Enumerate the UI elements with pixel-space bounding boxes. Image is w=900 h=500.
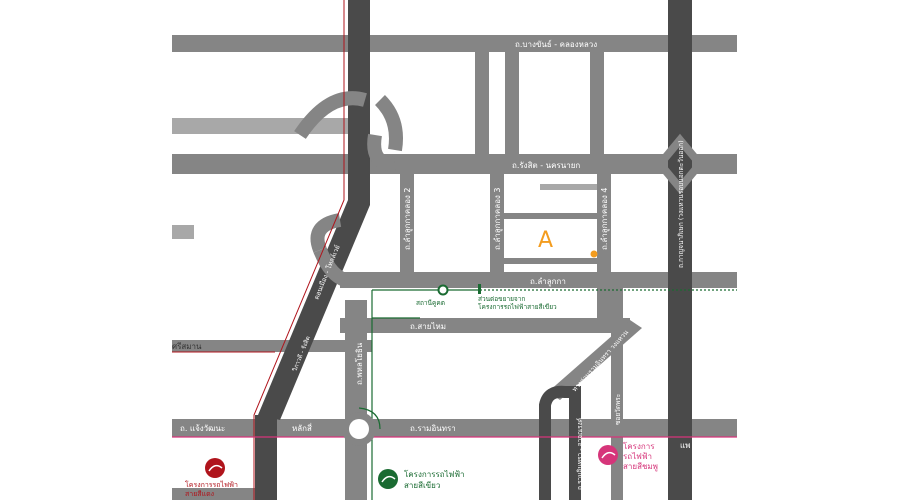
svg-text:รถไฟฟ้า: รถไฟฟ้า bbox=[623, 452, 652, 461]
label-ram-inthra-at-narong: ถ.รามอินทรา - อาจณรงค์ bbox=[576, 418, 584, 490]
label-si-saman: ศรีสมาน bbox=[172, 342, 202, 351]
label-phahonyothin: ถ.พหลโยธิน bbox=[354, 342, 364, 385]
svg-text:สายสีเขียว: สายสีเขียว bbox=[404, 481, 440, 490]
road-v-475 bbox=[475, 35, 489, 160]
road-sai-mai bbox=[340, 318, 630, 333]
label-chaeng-watthana: ถ. แจ้งวัฒนะ bbox=[180, 424, 225, 433]
svg-text:โครงการรถไฟฟ้า: โครงการรถไฟฟ้า bbox=[404, 469, 464, 479]
label-soi-wat-phai: ซอยวัดพระ bbox=[614, 394, 622, 425]
label-soi-4: ถ.ลำลูกกาคลอง 4 bbox=[600, 188, 610, 250]
svg-text:โครงการรถไฟฟ้า: โครงการรถไฟฟ้า bbox=[185, 480, 238, 489]
svg-text:สายสีแดง: สายสีแดง bbox=[185, 490, 214, 498]
road-soi-2 bbox=[400, 172, 414, 274]
road-loop-ramintra bbox=[539, 385, 581, 500]
road-v-590 bbox=[590, 35, 604, 160]
marker-a-dot bbox=[590, 250, 598, 258]
road-rangsit bbox=[172, 154, 737, 174]
road-chaeng-watthana bbox=[172, 419, 737, 437]
marker-a-label: A bbox=[538, 228, 553, 253]
label-green-ext-2: โครงการรถไฟฟ้าสายสีเขียว bbox=[478, 303, 557, 311]
svg-text:โครงการ: โครงการ bbox=[623, 441, 655, 451]
label-kanchanaphisek: ถ.กาญจนาภิเษก (วงแหวนรอบนอกตะวันออก) bbox=[677, 140, 685, 268]
label-rangsit: ถ.รังสิต - นครนายก bbox=[512, 161, 580, 170]
station-khu-khot bbox=[437, 284, 449, 296]
label-soi-3: ถ.ลำลูกกาคลอง 3 bbox=[493, 188, 503, 250]
label-soi-2: ถ.ลำลูกกาคลอง 2 bbox=[403, 188, 413, 250]
svg-text:สายสีชมพู: สายสีชมพู bbox=[623, 462, 658, 472]
road-phahonyothin bbox=[345, 300, 367, 500]
green-line bbox=[371, 289, 737, 500]
legend-red-line: โครงการรถไฟฟ้า สายสีแดง bbox=[185, 458, 238, 498]
label-bang-khan: ถ.บางขันธ์ - คลองหลวง bbox=[515, 39, 597, 49]
green-extension-end bbox=[478, 284, 481, 294]
red-line bbox=[172, 0, 345, 500]
label-green-ext-1: ส่วนต่อขยายจาก bbox=[478, 295, 525, 303]
minor-roads bbox=[172, 118, 600, 239]
road-si-saman bbox=[172, 340, 372, 352]
label-lak-si: หลักสี่ bbox=[292, 422, 312, 433]
label-ram-inthra: ถ.รามอินทรา bbox=[410, 424, 456, 433]
road-kanchanaphisek bbox=[668, 0, 692, 500]
road-bang-khan bbox=[172, 35, 737, 52]
road-lam-luk-ka bbox=[340, 272, 737, 288]
legend-green-line: โครงการรถไฟฟ้า สายสีเขียว bbox=[378, 469, 464, 490]
label-phan: แพ bbox=[680, 441, 690, 450]
label-station-khu-khot: สถานีคูคต bbox=[416, 299, 445, 307]
label-lam-luk-ka: ถ.ลำลูกกา bbox=[530, 277, 566, 287]
road-soi-4 bbox=[597, 172, 611, 274]
legend-pink-line: โครงการ รถไฟฟ้า สายสีชมพู bbox=[598, 441, 658, 472]
road-soi-3 bbox=[490, 172, 504, 274]
road-v-505 bbox=[505, 35, 519, 160]
label-sai-mai: ถ.สายไหม bbox=[410, 322, 446, 331]
